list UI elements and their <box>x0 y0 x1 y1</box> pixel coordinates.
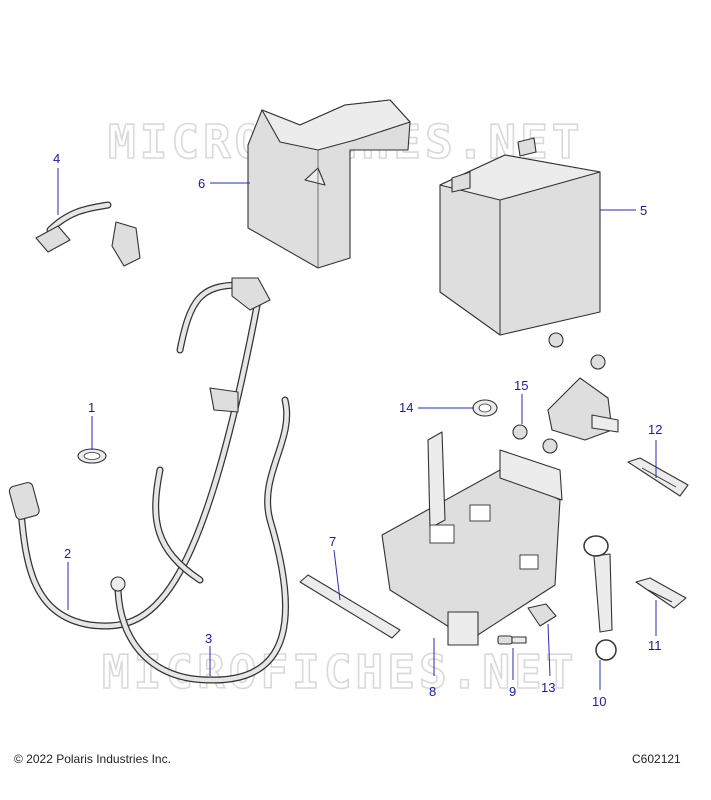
callout-15[interactable]: 15 <box>514 378 528 393</box>
part-9-bolt[interactable] <box>497 635 527 645</box>
part-4-cable-boot[interactable] <box>35 201 141 267</box>
part-3-cable[interactable] <box>110 277 291 684</box>
part-11-retainer[interactable] <box>635 577 687 609</box>
part-2-cable[interactable] <box>8 286 264 630</box>
part-15-nut[interactable] <box>512 332 606 454</box>
part-7-foam-strip[interactable] <box>299 574 401 639</box>
diagram-code: C602121 <box>632 752 681 766</box>
callout-13[interactable]: 13 <box>541 680 555 695</box>
part-13-clip[interactable] <box>527 603 557 627</box>
callout-5[interactable]: 5 <box>640 203 647 218</box>
callout-1[interactable]: 1 <box>88 400 95 415</box>
part-8-battery-bracket[interactable] <box>381 431 563 646</box>
part-12-strap-retainer[interactable] <box>627 457 689 497</box>
callout-4[interactable]: 4 <box>53 151 60 166</box>
part-6-battery-cover[interactable] <box>247 99 411 269</box>
callout-2[interactable]: 2 <box>64 546 71 561</box>
copyright-notice: © 2022 Polaris Industries Inc. <box>14 752 171 766</box>
callout-9[interactable]: 9 <box>509 684 516 699</box>
part-14-clamp[interactable] <box>472 399 498 417</box>
callout-6[interactable]: 6 <box>198 176 205 191</box>
callout-11[interactable]: 11 <box>648 638 662 653</box>
callouts: 4 6 5 1 2 3 7 8 9 13 14 15 12 11 10 <box>53 151 662 709</box>
callout-8[interactable]: 8 <box>429 684 436 699</box>
callout-3[interactable]: 3 <box>205 631 212 646</box>
leader-lines <box>57 168 657 690</box>
callout-7[interactable]: 7 <box>329 534 336 549</box>
callout-14[interactable]: 14 <box>399 400 413 415</box>
part-5-battery[interactable] <box>439 137 601 336</box>
callout-10[interactable]: 10 <box>592 694 606 709</box>
part-1-clamp[interactable] <box>77 448 107 464</box>
watermark-bottom: MICROFICHES.NET <box>102 645 577 699</box>
part-10-strap[interactable] <box>583 535 617 661</box>
callout-12[interactable]: 12 <box>648 422 662 437</box>
relay[interactable] <box>547 377 619 441</box>
